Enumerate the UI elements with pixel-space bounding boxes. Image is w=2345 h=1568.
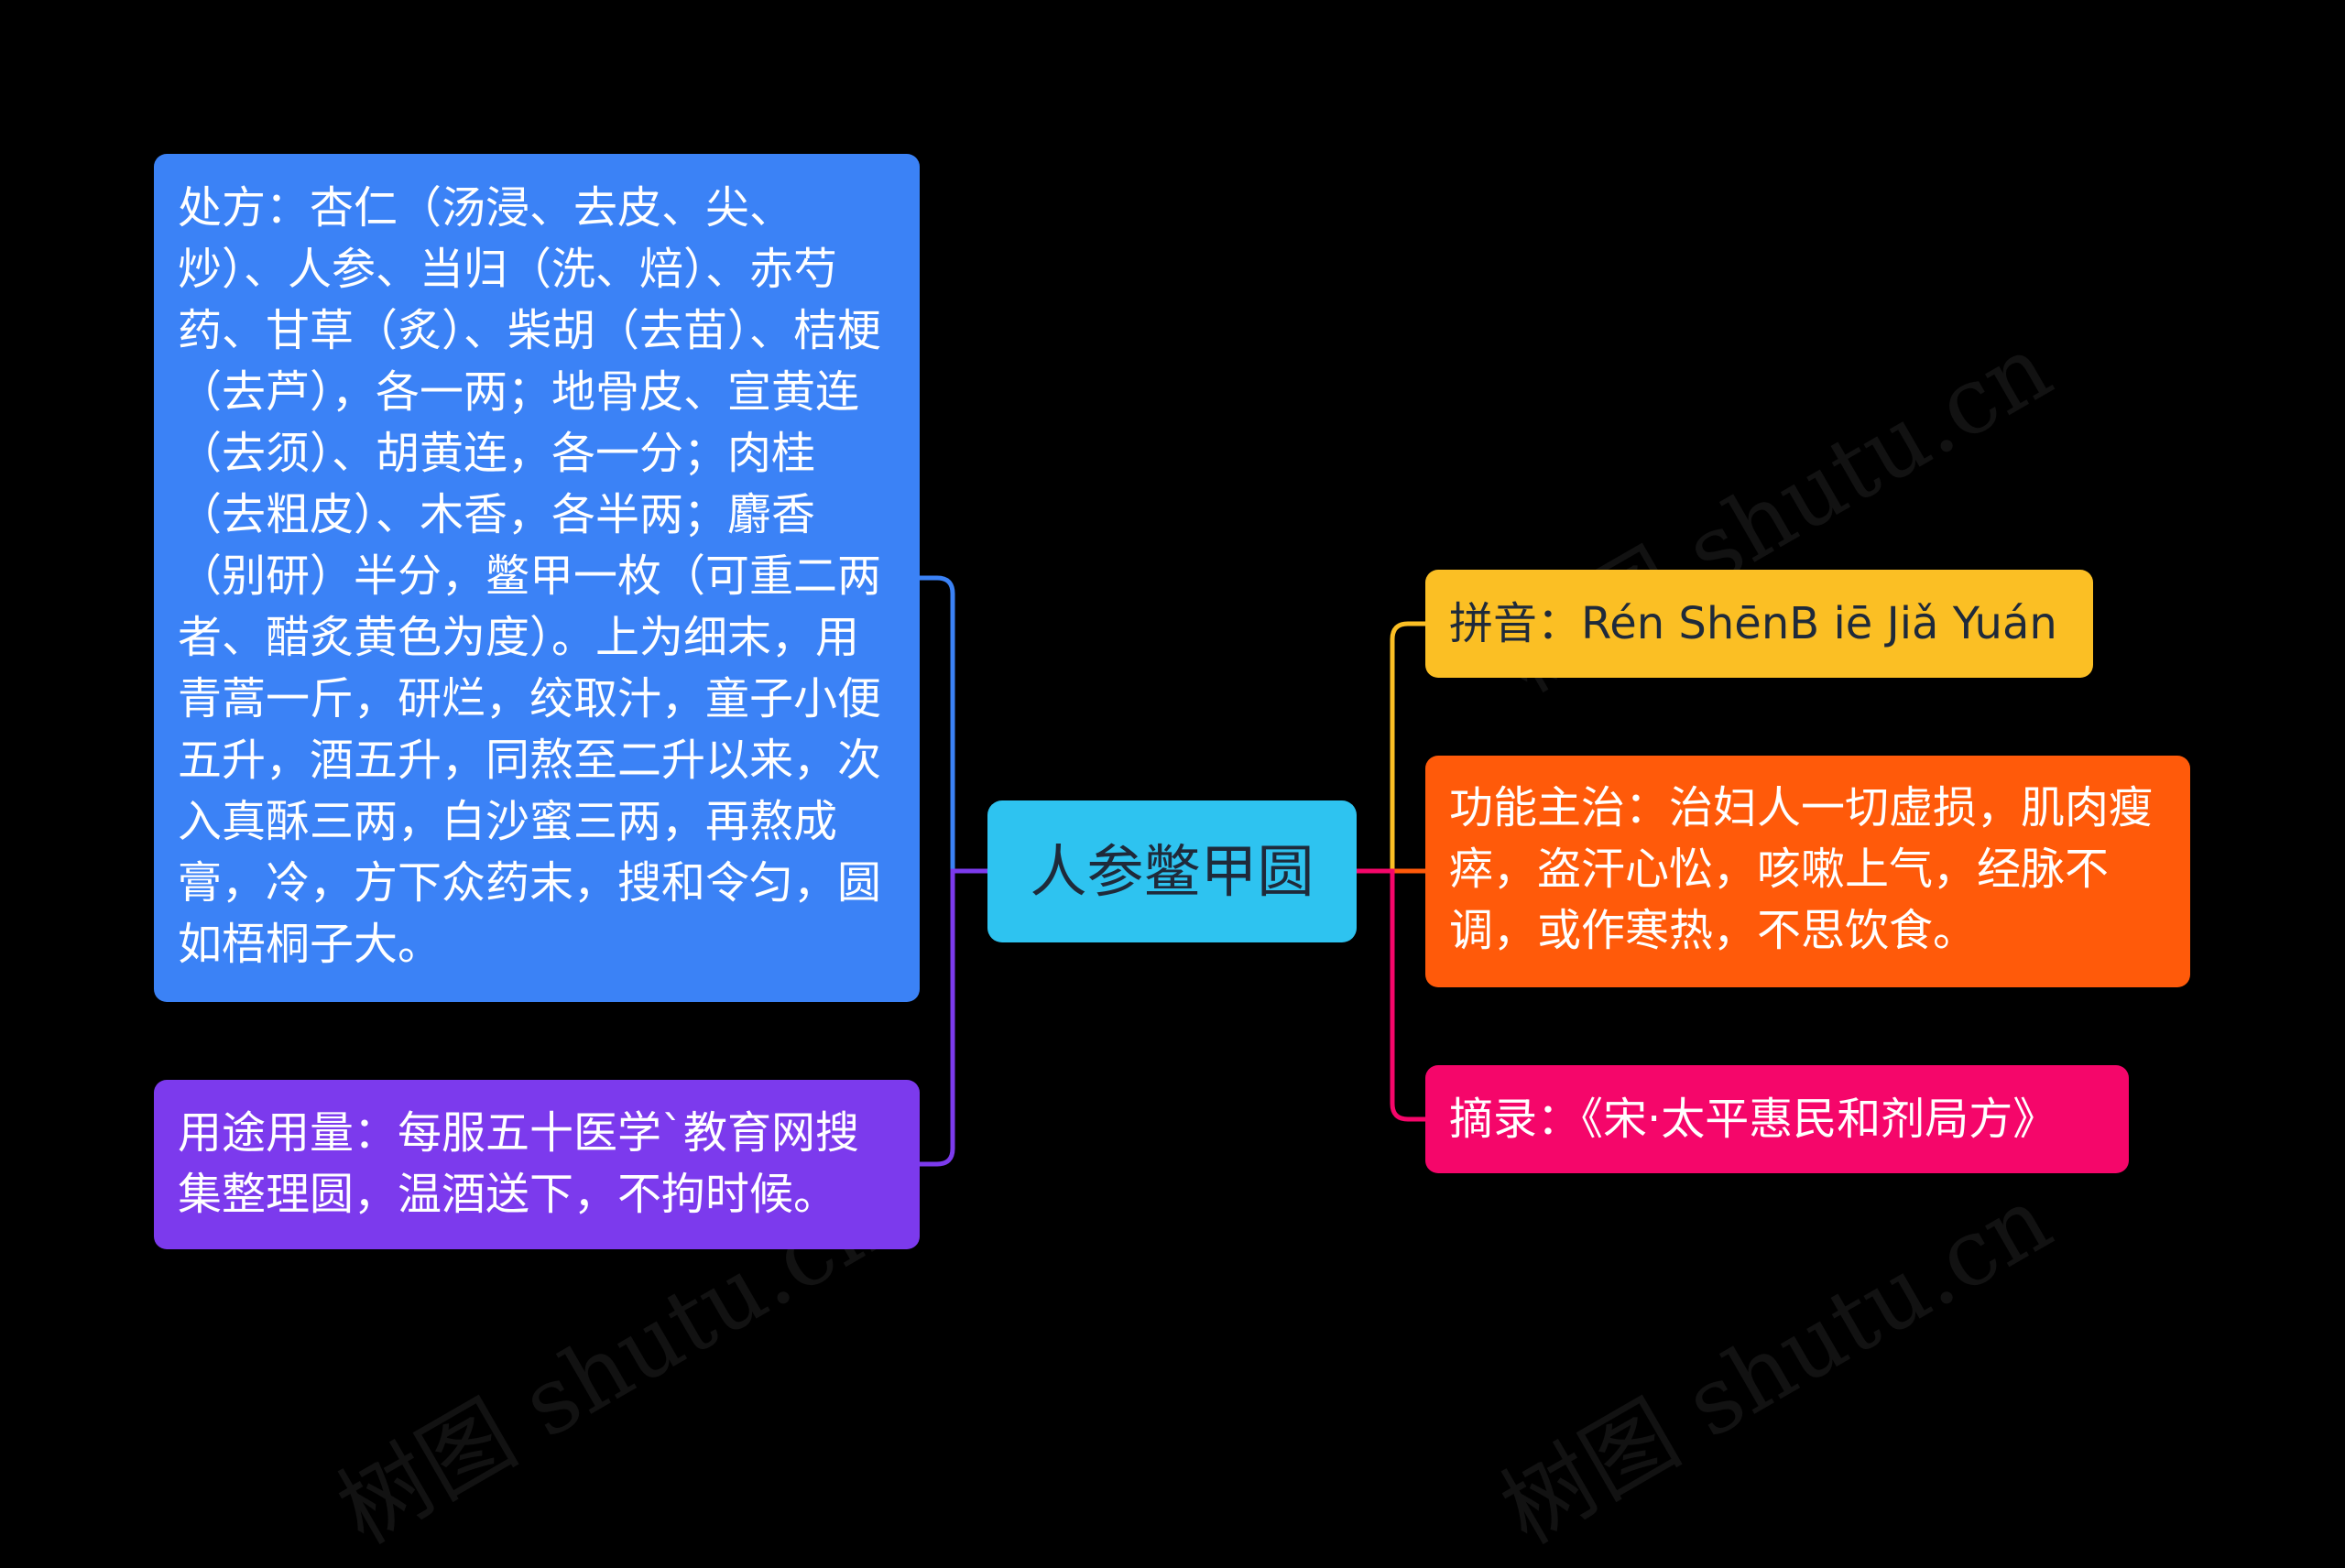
- function-text: 功能主治：治妇人一切虚损，肌肉瘦瘁，盗汗心忪，咳嗽上气，经脉不调，或作寒热，不思…: [1449, 782, 2154, 956]
- pinyin-text: 拼音：Rén ShēnB iē Jiǎ Yuán: [1449, 597, 2057, 649]
- connector-center-to-usage: [920, 868, 987, 1167]
- prescription-text: 处方：杏仁（汤浸、去皮、尖、炒）、人参、当归（洗、焙）、赤芍药、甘草（炙）、柴胡…: [178, 182, 882, 970]
- usage-text: 用途用量：每服五十医学`教育网搜集整理圆，温酒送下，不拘时候。: [178, 1107, 860, 1220]
- source-text: 摘录：《宋·太平惠民和剂局方》: [1449, 1093, 2057, 1145]
- center-title: 人参鳖甲圆: [1030, 838, 1314, 905]
- usage-node[interactable]: 用途用量：每服五十医学`教育网搜集整理圆，温酒送下，不拘时候。: [154, 1080, 920, 1249]
- pinyin-node[interactable]: 拼音：Rén ShēnB iē Jiǎ Yuán: [1425, 570, 2093, 678]
- function-node[interactable]: 功能主治：治妇人一切虚损，肌肉瘦瘁，盗汗心忪，咳嗽上气，经脉不调，或作寒热，不思…: [1425, 756, 2190, 987]
- prescription-node[interactable]: 处方：杏仁（汤浸、去皮、尖、炒）、人参、当归（洗、焙）、赤芍药、甘草（炙）、柴胡…: [154, 154, 920, 1002]
- connector-center-to-source: [1357, 868, 1425, 1122]
- source-node[interactable]: 摘录：《宋·太平惠民和剂局方》: [1425, 1065, 2129, 1173]
- center-node[interactable]: 人参鳖甲圆: [987, 800, 1357, 942]
- connector-lines: [920, 575, 1425, 1167]
- connector-center-to-prescription: [920, 575, 987, 874]
- connector-center-to-pinyin: [1357, 621, 1425, 874]
